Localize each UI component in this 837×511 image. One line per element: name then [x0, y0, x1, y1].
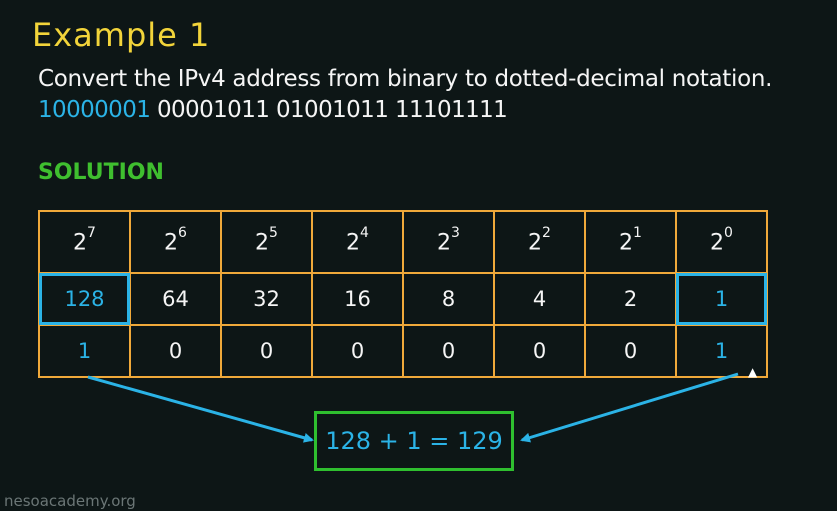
weight-cell: 2: [584, 272, 677, 326]
left-arrow: [87, 375, 314, 443]
power-cell: 22: [493, 210, 586, 274]
slide-title: Example 1: [32, 16, 211, 54]
weight-cell: 32: [220, 272, 313, 326]
weight-cell: 16: [311, 272, 404, 326]
question-text: Convert the IPv4 address from binary to …: [38, 66, 773, 92]
remaining-octets: 00001011 01001011 11101111: [150, 97, 508, 123]
bits-row: 1 0 0 0 0 0 0 1: [38, 324, 768, 378]
mouse-cursor-icon: ▲: [748, 365, 758, 379]
right-arrow: [520, 372, 739, 443]
power-cell: 20: [675, 210, 768, 274]
weight-cell-highlighted: 128: [38, 272, 131, 326]
weight-cell: 64: [129, 272, 222, 326]
watermark: nesoacademy.org: [4, 492, 136, 510]
power-cell: 21: [584, 210, 677, 274]
power-cell: 27: [38, 210, 131, 274]
powers-row: 27 26 25 24 23 22 21 20: [38, 210, 768, 274]
bit-cell: 0: [129, 324, 222, 378]
weight-cell-highlighted: 1: [675, 272, 768, 326]
bit-cell-highlighted: 1: [38, 324, 131, 378]
place-value-table: 27 26 25 24 23 22 21 20 128 64 32 16 8 4…: [38, 210, 768, 378]
bit-cell: 0: [584, 324, 677, 378]
power-cell: 26: [129, 210, 222, 274]
bit-cell: 0: [402, 324, 495, 378]
binary-address: 10000001 00001011 01001011 11101111: [38, 97, 508, 123]
bit-cell: 0: [493, 324, 586, 378]
bit-cell: 0: [220, 324, 313, 378]
first-octet-highlight: 10000001: [38, 97, 151, 123]
power-cell: 24: [311, 210, 404, 274]
weights-row: 128 64 32 16 8 4 2 1: [38, 272, 768, 326]
power-cell: 23: [402, 210, 495, 274]
bit-cell-highlighted: 1: [675, 324, 768, 378]
result-box: 128 + 1 = 129: [314, 411, 514, 471]
power-cell: 25: [220, 210, 313, 274]
weight-cell: 4: [493, 272, 586, 326]
solution-label: SOLUTION: [38, 160, 164, 185]
weight-cell: 8: [402, 272, 495, 326]
bit-cell: 0: [311, 324, 404, 378]
